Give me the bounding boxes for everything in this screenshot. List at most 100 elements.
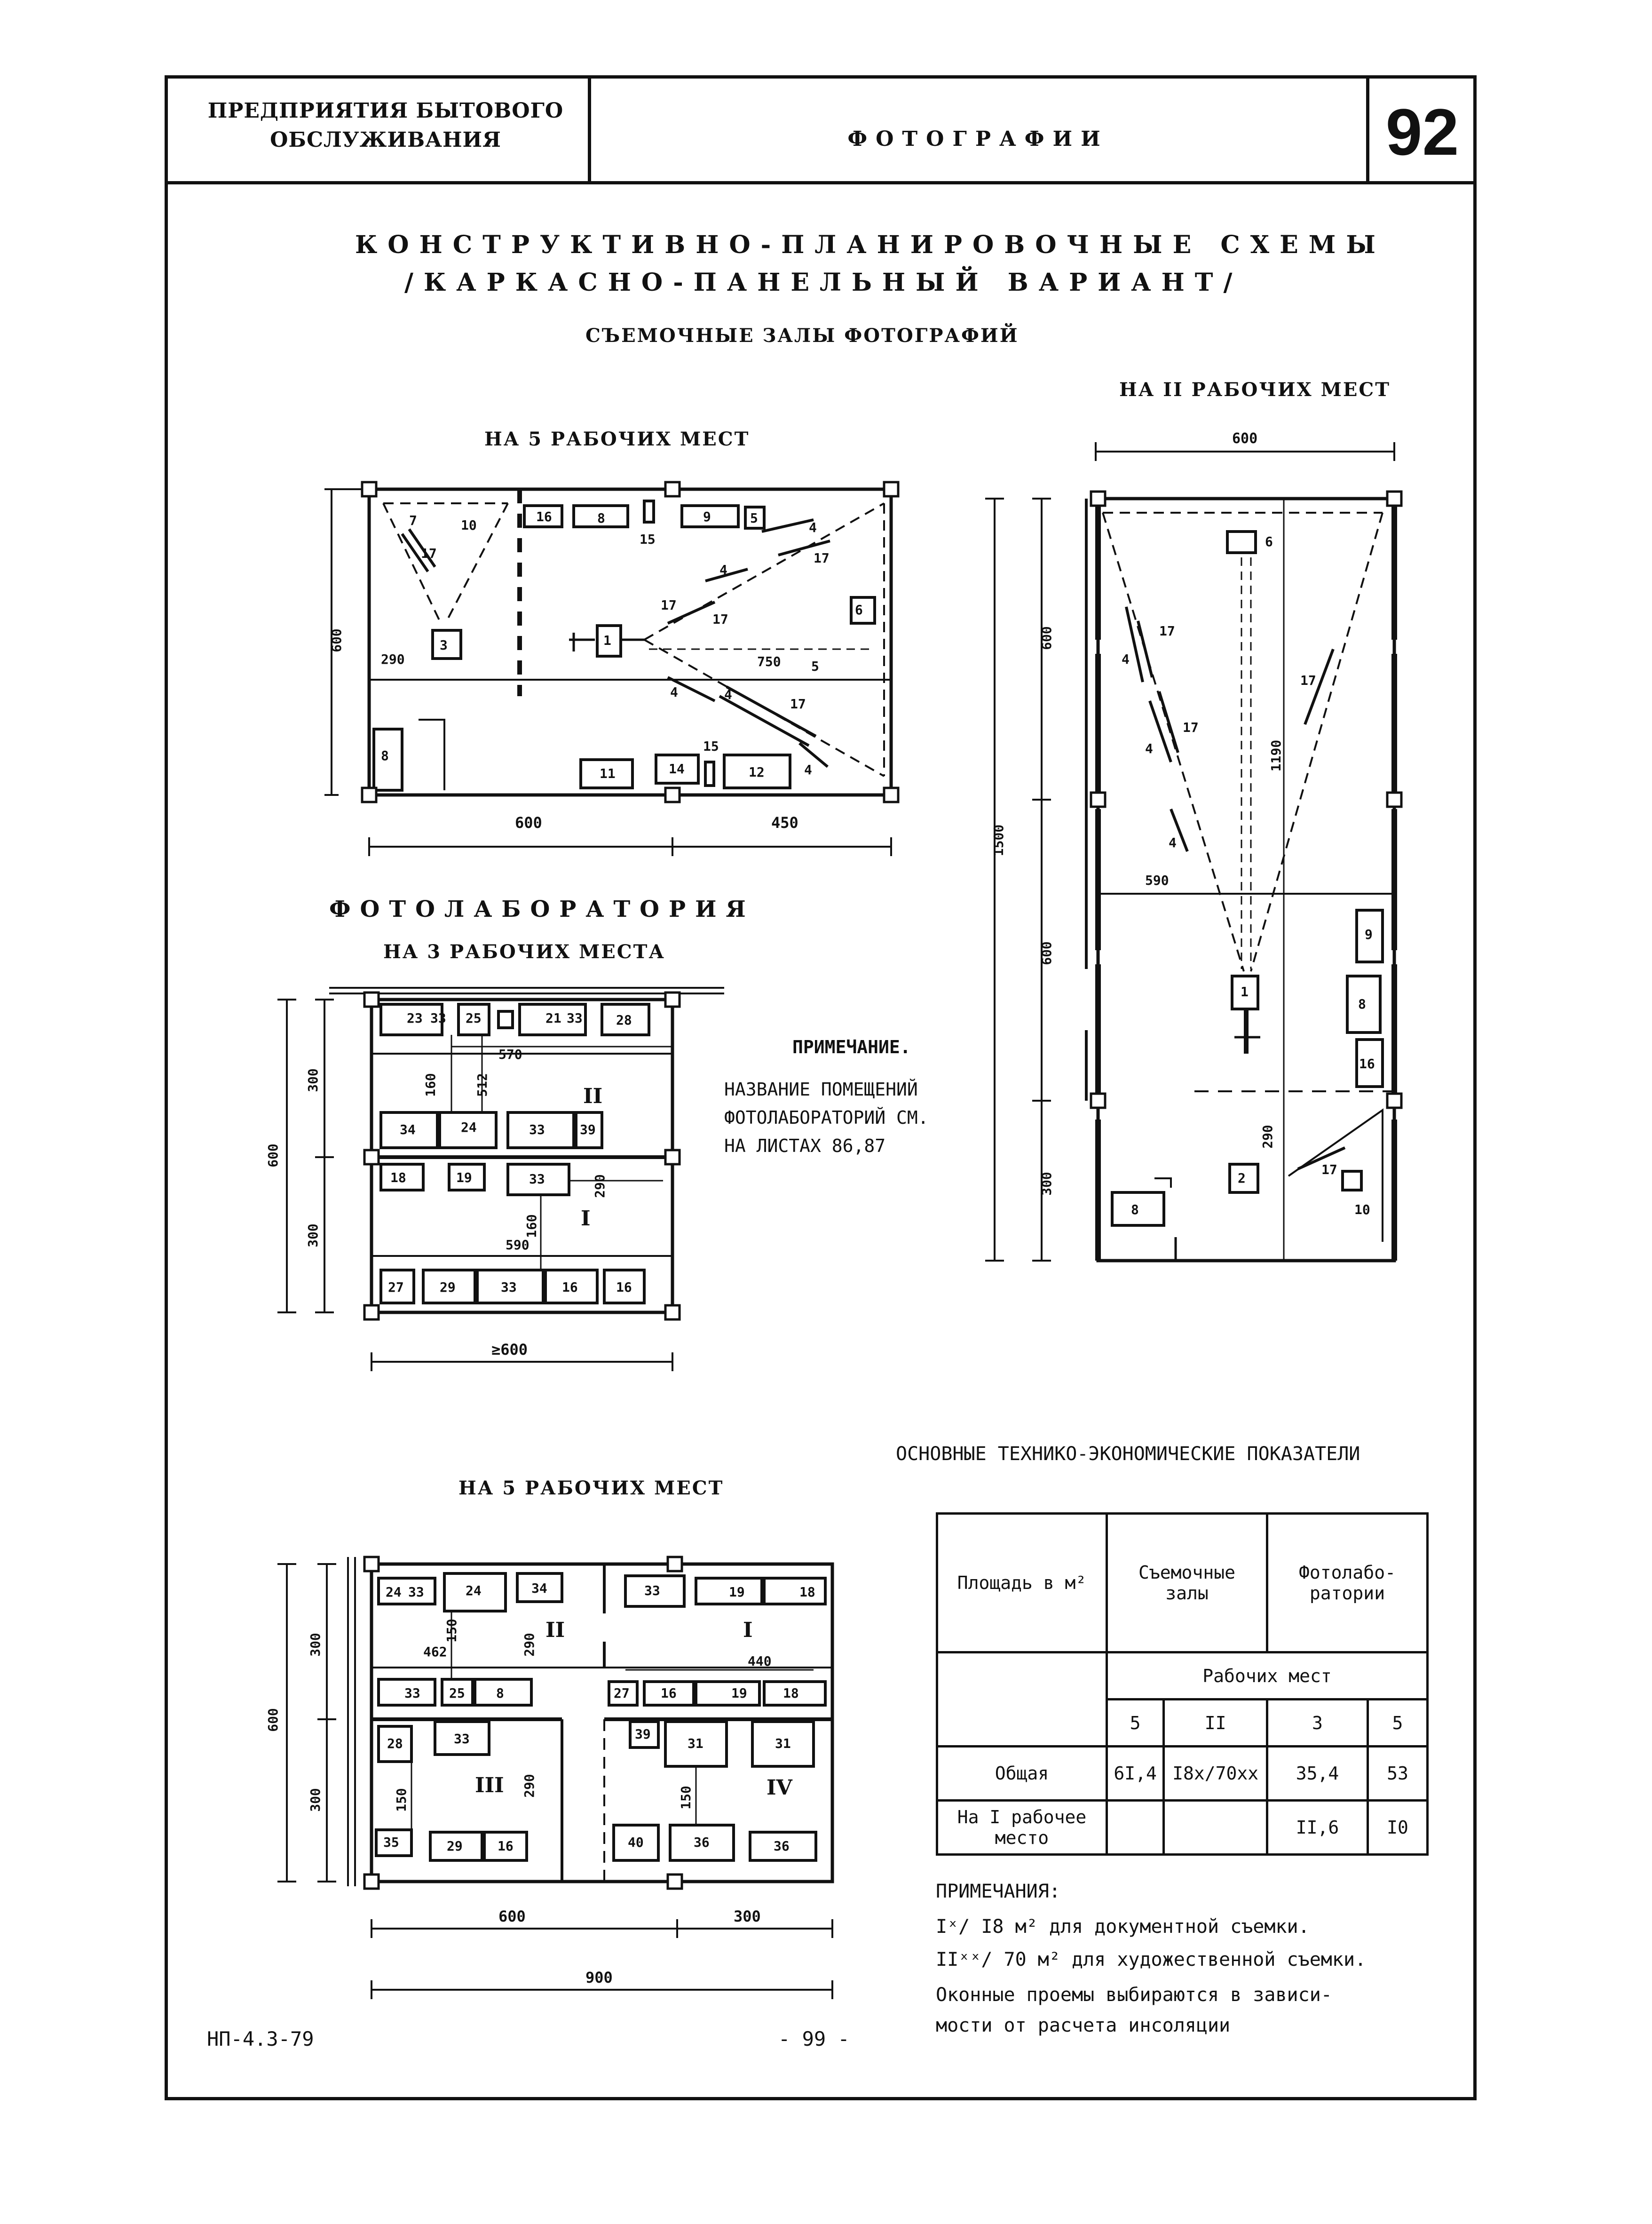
lab5-label-40: 40 <box>628 1835 644 1850</box>
studio11-dim-h1: 600 <box>1038 626 1054 650</box>
lab3-r2-34: 34 <box>400 1122 416 1137</box>
studio5-label-11: 11 <box>600 766 616 781</box>
lab5-label-33d: 33 <box>454 1731 470 1747</box>
studio5-label-17c: 17 <box>712 612 728 627</box>
col-labs-header: Фотолабо-ратории <box>1266 1512 1429 1653</box>
studio11-label-4c: 4 <box>1169 835 1177 850</box>
lab3-dim-160b: 160 <box>523 1214 539 1238</box>
lab5-label-27: 27 <box>614 1685 630 1701</box>
lab5-dim-total: 600 <box>265 1708 281 1732</box>
lab3-dim-width: ≥600 <box>491 1341 528 1358</box>
per-lab-3: II,6 <box>1266 1799 1369 1856</box>
studio5-label-6: 6 <box>855 602 863 618</box>
studio5-title: НА 5 РАБОЧИХ МЕСТ <box>484 428 750 450</box>
lab5-label-16a: 16 <box>661 1685 677 1701</box>
row-total-label: Общая <box>936 1745 1108 1802</box>
total-lab-3: 35,4 <box>1266 1745 1369 1802</box>
studio5-label-8: 8 <box>597 510 605 526</box>
studio5-label-5b: 5 <box>811 659 819 674</box>
note-line2: ФОТОЛАБОРАТОРИЙ СМ. <box>724 1107 929 1128</box>
notes2-heading: ПРИМЕЧАНИЯ: <box>936 1881 1060 1902</box>
col-area-header: Площадь в м² <box>936 1512 1108 1653</box>
lab5-dim-150a: 150 <box>443 1619 459 1643</box>
studio11-label-1: 1 <box>1241 984 1249 1000</box>
studio5-label-4d: 4 <box>670 684 678 700</box>
lab5-label-24a: 24 <box>386 1584 402 1600</box>
section-title: ФОТОГРАФИИ <box>847 127 1109 151</box>
studio5-label-14: 14 <box>669 761 685 777</box>
studio5-label-17d: 17 <box>790 696 806 712</box>
lab5-dim-w2: 300 <box>734 1907 761 1925</box>
lab3-dim-590: 590 <box>506 1237 530 1253</box>
studio11-label-17a: 17 <box>1159 623 1175 639</box>
lab5-label-8: 8 <box>496 1685 504 1701</box>
studio5-label-10: 10 <box>461 517 477 533</box>
main-title-line2: /КАРКАСНО-ПАНЕЛЬНЫЙ ВАРИАНТ/ <box>404 268 1243 297</box>
indicators-title: ОСНОВНЫЕ ТЕХНИКО-ЭКОНОМИЧЕСКИЕ ПОКАЗАТЕЛ… <box>896 1443 1360 1465</box>
workplaces-header: Рабочих мест <box>1106 1651 1429 1700</box>
count-studio-11: II <box>1162 1698 1268 1747</box>
lab3-r4-29: 29 <box>440 1279 456 1295</box>
lab5-label-31b: 31 <box>775 1736 791 1751</box>
count-lab-3: 3 <box>1266 1698 1369 1747</box>
studio11-label-6: 6 <box>1265 534 1273 549</box>
lab3-r4-33: 33 <box>501 1279 517 1295</box>
lab3-r2-33: 33 <box>529 1122 545 1137</box>
lab5-zone-ii: II <box>545 1618 565 1642</box>
lab5-label-36b: 36 <box>774 1838 790 1854</box>
total-lab-5: 53 <box>1367 1745 1429 1802</box>
studio11-dim-total: 1500 <box>991 824 1007 857</box>
notes2-line3: Оконные проемы выбираются в зависи- <box>936 1984 1332 2006</box>
per-lab-5: I0 <box>1367 1799 1429 1856</box>
lab5-dim-h2: 300 <box>307 1788 323 1812</box>
photolab-heading: ФОТОЛАБОРАТОРИЯ <box>329 896 755 922</box>
row-per-label: На I рабочее место <box>936 1799 1108 1856</box>
lab3-r1-23: 23 <box>407 1010 423 1026</box>
studio11-label-17b: 17 <box>1183 720 1199 735</box>
lab5-dim-w1: 600 <box>498 1907 526 1925</box>
count-lab-5: 5 <box>1367 1698 1429 1747</box>
studio11-label-17d: 17 <box>1321 1162 1337 1177</box>
lab5-label-18a: 18 <box>799 1584 815 1600</box>
studio11-label-2: 2 <box>1238 1170 1246 1186</box>
lab5-label-39: 39 <box>635 1726 651 1742</box>
studio5-label-3: 3 <box>440 637 448 653</box>
studio5-dim-290: 290 <box>381 651 405 667</box>
lab5-label-33c: 33 <box>404 1685 420 1701</box>
notes2-line4: мости от расчета инсоляции <box>936 2015 1231 2036</box>
lab5-zone-i: I <box>743 1618 753 1642</box>
studio5-label-4a: 4 <box>809 520 817 535</box>
main-subtitle: СЪЕМОЧНЫЕ ЗАЛЫ ФОТОГРАФИЙ <box>585 325 1019 347</box>
lab5-label-36a: 36 <box>694 1835 710 1850</box>
lab5-label-34: 34 <box>531 1581 547 1596</box>
studio5-dim-height: 600 <box>328 628 344 652</box>
lab5-dim-290a: 290 <box>521 1633 537 1657</box>
lab3-r3-19: 19 <box>456 1170 472 1185</box>
studio5-label-17a: 17 <box>421 546 437 561</box>
header-divider-v2 <box>1366 75 1369 183</box>
note-line1: НАЗВАНИЕ ПОМЕЩЕНИЙ <box>724 1079 918 1100</box>
lab3-zone-i: I <box>581 1207 591 1231</box>
studio11-label-10: 10 <box>1354 1202 1370 1217</box>
studio11-label-9: 9 <box>1365 927 1373 942</box>
studio5-label-8b: 8 <box>381 748 389 763</box>
lab3-dim-total: 600 <box>265 1144 281 1168</box>
lab5-title: НА 5 РАБОЧИХ МЕСТ <box>458 1477 724 1499</box>
lab3-r2-39: 39 <box>580 1122 596 1137</box>
studio11-label-4a: 4 <box>1122 651 1130 667</box>
per-studio-11 <box>1162 1799 1268 1856</box>
lab5-label-33a: 33 <box>408 1584 424 1600</box>
studio5-label-7: 7 <box>409 513 417 528</box>
organization-title: ПРЕДПРИЯТИЯ БЫТОВОГО ОБСЛУЖИВАНИЯ <box>198 96 574 155</box>
lab3-dim-290: 290 <box>592 1174 608 1198</box>
studio11-dim-1190: 1190 <box>1268 739 1284 772</box>
studio11-dim-590: 590 <box>1145 873 1169 888</box>
lab5-label-24b: 24 <box>466 1583 482 1598</box>
notes2-line1: Iˣ/ I8 м² для документной съемки. <box>936 1916 1310 1938</box>
studio11-dim-h2: 600 <box>1038 941 1054 965</box>
lab5-zone-iv: IV <box>767 1776 792 1800</box>
lab5-label-33b: 33 <box>644 1583 660 1598</box>
footer-code: НП-4.3-79 <box>207 2027 314 2050</box>
studio5-label-4b: 4 <box>719 562 727 578</box>
